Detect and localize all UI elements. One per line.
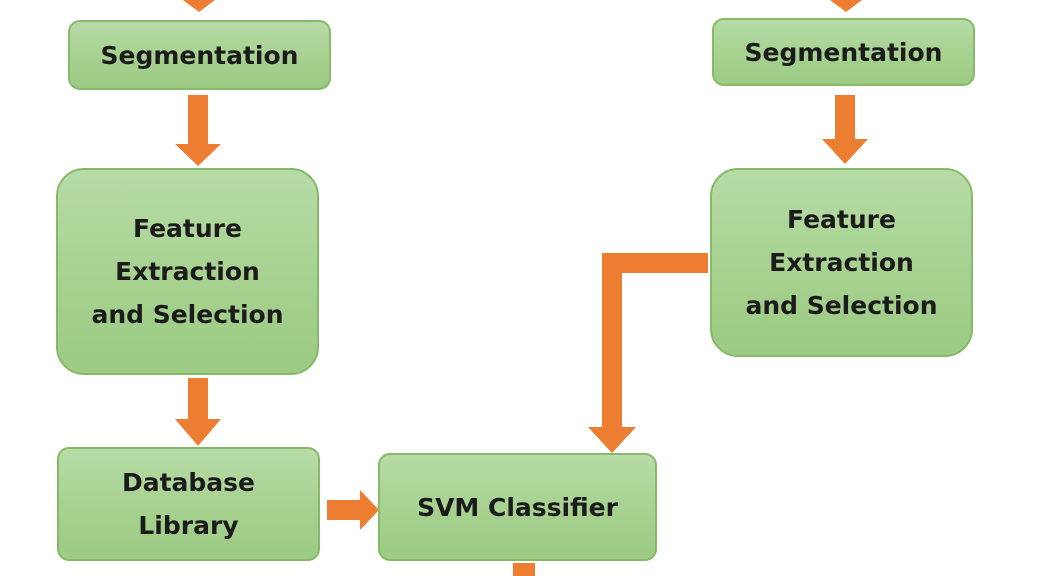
arrow-feature-right-to-svm <box>588 253 708 453</box>
arrow-seg-to-feature-right <box>822 95 868 164</box>
feature-extraction-label-right: Feature Extraction and Selection <box>745 205 938 320</box>
arrow-database-to-svm <box>327 490 379 530</box>
database-library-box: Database Library <box>57 447 320 561</box>
svm-classifier-label: SVM Classifier <box>417 492 618 522</box>
arrow-into-seg-right <box>830 0 862 12</box>
segmentation-box-left: Segmentation <box>68 20 331 90</box>
segmentation-label-right: Segmentation <box>744 37 943 67</box>
arrow-out-of-svm <box>513 563 535 576</box>
database-library-label: Database Library <box>121 468 256 540</box>
svm-classifier-box: SVM Classifier <box>378 453 657 561</box>
feature-extraction-box-left: Feature Extraction and Selection <box>56 168 319 375</box>
arrow-seg-to-feature-left <box>175 95 221 166</box>
segmentation-label-left: Segmentation <box>100 40 299 70</box>
arrow-into-seg-left <box>183 0 215 12</box>
segmentation-box-right: Segmentation <box>712 18 975 86</box>
feature-extraction-label-left: Feature Extraction and Selection <box>91 214 284 329</box>
feature-extraction-box-right: Feature Extraction and Selection <box>710 168 973 357</box>
arrow-feature-to-database <box>175 378 221 446</box>
